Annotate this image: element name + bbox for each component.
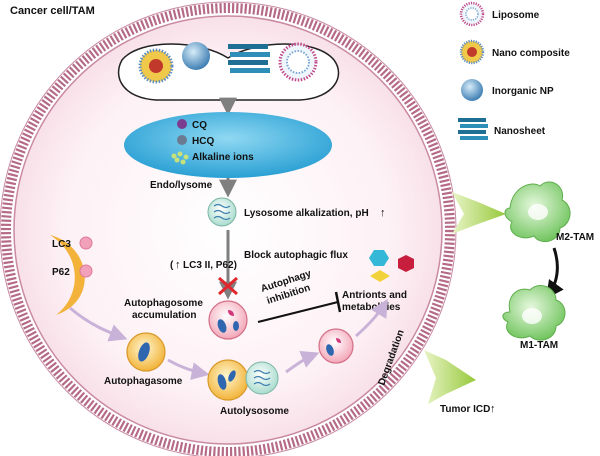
m2-tam-cell [504,181,571,243]
inhibition-line [257,291,342,323]
legend-nanosheet-icon [458,118,488,140]
autophagosome-accumulation-label-1: Autophagosome [124,298,203,309]
accumulated-autophagosome [208,300,248,340]
antrionts-label-1: Antrionts and [342,290,407,301]
green-arrow-to-m2 [452,192,506,234]
ph-up-arrow: ↑ [380,207,386,219]
legend: Liposome Nano composite Inorganic NP Nan… [458,1,570,140]
tumor-icd-up-arrow: ↑ [490,403,496,415]
degrading-vesicle [318,328,354,364]
liposome-icon [278,42,318,82]
m2-tam-label: M2-TAM [556,232,594,243]
alkalized-lysosome [207,197,237,227]
lc3-p62-note: LC3 II, P62) [183,260,237,271]
lc3-dot [79,236,93,250]
arrow-to-metabolites [355,298,388,338]
arrow-to-autophagasome [69,306,128,342]
m1-tam-cell [502,285,566,341]
alkaline-ions-dots [171,151,189,165]
m1-tam-label: M1-TAM [520,340,558,351]
inorganic-np-icon [182,42,210,70]
lc3-up-arrow: ↑ [175,259,181,271]
nanosheet-icon [228,44,270,73]
phagophore-crescent [50,235,85,315]
hcq-dot [177,135,187,145]
cq-label: CQ [192,120,207,131]
autophagasome-label: Autophagasome [104,376,183,387]
autophagosome-accumulation-label-2: accumulation [132,310,196,321]
antrionts-label-2: metabolities [342,302,401,313]
tumor-icd-label: Tumor ICD [440,404,490,415]
metabolite-shapes [369,250,414,282]
legend-nano-composite-icon [459,39,485,65]
autophagasome [126,332,166,372]
legend-nano-composite-label: Nano composite [492,48,570,59]
autolysosome-label: Autolysosome [220,406,289,417]
autolysosome [207,359,279,401]
arrow-to-autolysosome [167,358,210,380]
endo-lysome [124,112,332,178]
lc3-p62-note-open: ( [170,260,174,271]
lc3-label: LC3 [52,239,71,250]
hcq-label: HCQ [192,136,214,147]
alkaline-ions-label: Alkaline ions [192,152,254,163]
legend-liposome-label: Liposome [492,10,540,21]
p62-dot [79,264,93,278]
legend-inorganic-np-label: Inorganic NP [492,86,554,97]
legend-inorganic-np-icon [461,79,483,101]
block-x-icon [218,276,238,296]
legend-liposome-icon [459,1,485,27]
arrow-to-degradation [285,350,320,374]
nano-composite-icon [138,48,174,84]
block-flux-label: Block autophagic flux [244,250,348,261]
cell-title: Cancer cell/TAM [10,5,95,17]
cq-dot [177,119,187,129]
green-arrow-to-icd [424,350,476,404]
endo-lysome-label: Endo/lysome [150,180,213,191]
lysosome-alkalization-label: Lysosome alkalization, pH [244,208,369,219]
legend-nanosheet-label: Nanosheet [494,126,546,137]
p62-label: P62 [52,267,70,278]
